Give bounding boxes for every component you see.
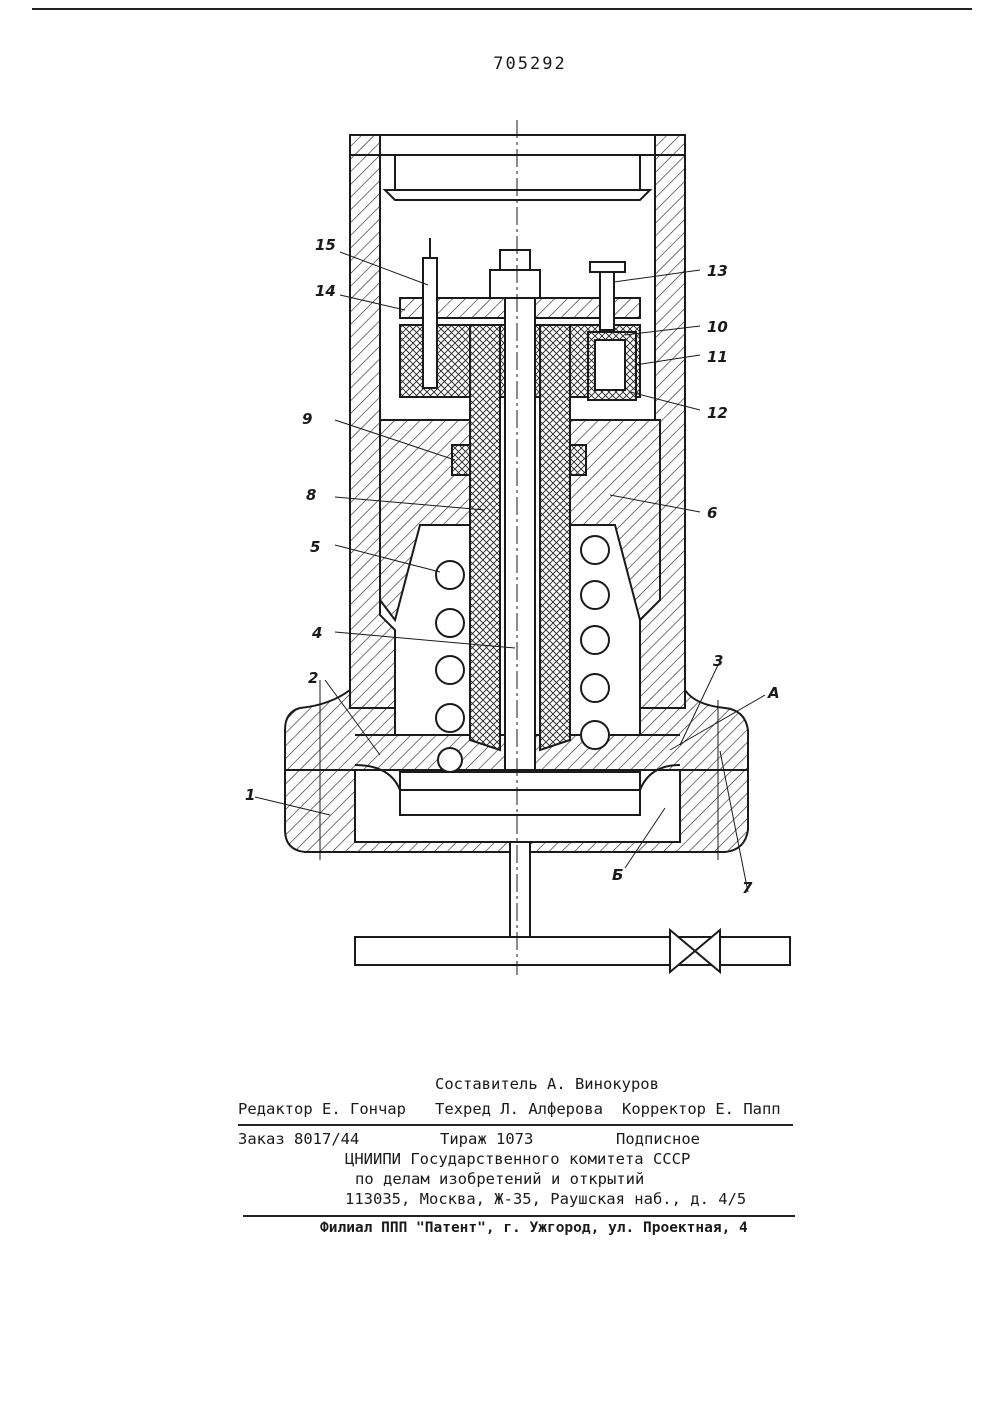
colophon-rule-bottom xyxy=(243,1215,795,1217)
compiler-line: Составитель А. Винокуров xyxy=(435,1075,659,1093)
label-A: А xyxy=(767,684,780,702)
circulation-line: Тираж 1073 xyxy=(440,1130,533,1148)
central-rod xyxy=(505,298,535,770)
label-15: 15 xyxy=(315,236,336,254)
label-3: 3 xyxy=(713,652,723,670)
techred-line: Техред Л. Алферова xyxy=(435,1100,603,1118)
label-5: 5 xyxy=(310,538,320,556)
subscription-line: Подписное xyxy=(616,1130,700,1148)
label-14: 14 xyxy=(315,282,336,300)
label-12: 12 xyxy=(707,404,728,422)
label-B: Б xyxy=(612,866,623,884)
outlet-pipe xyxy=(355,937,790,965)
central-sleeve xyxy=(470,325,500,750)
org-line-2: по делам изобретений и открытий xyxy=(355,1170,644,1188)
label-9: 9 xyxy=(302,410,312,428)
branch-line: Филиал ППП "Патент", г. Ужгород, ул. Про… xyxy=(320,1220,748,1236)
colophon-rule-top xyxy=(238,1124,793,1126)
label-11: 11 xyxy=(707,348,728,366)
label-6: 6 xyxy=(707,504,717,522)
label-4: 4 xyxy=(311,624,322,642)
label-2: 2 xyxy=(308,669,318,687)
label-1: 1 xyxy=(245,786,255,804)
bolt-15 xyxy=(423,258,437,388)
label-8: 8 xyxy=(306,486,316,504)
label-13: 13 xyxy=(707,262,728,280)
org-line-1: ЦНИИПИ Государственного комитета СССР xyxy=(345,1150,690,1168)
order-line: Заказ 8017/44 xyxy=(238,1130,359,1148)
editor-line: Редактор Е. Гончар xyxy=(238,1100,406,1118)
screw-13 xyxy=(590,262,625,272)
corrector-line: Корректор Е. Папп xyxy=(622,1100,781,1118)
org-address: 113035, Москва, Ж-35, Раушская наб., д. … xyxy=(345,1190,746,1208)
label-7: 7 xyxy=(742,879,753,897)
lower-stem xyxy=(510,842,530,937)
label-10: 10 xyxy=(707,318,728,336)
technical-drawing: 15 14 9 8 5 4 2 1 13 10 11 12 6 3 А Б 7 xyxy=(0,0,1000,1060)
